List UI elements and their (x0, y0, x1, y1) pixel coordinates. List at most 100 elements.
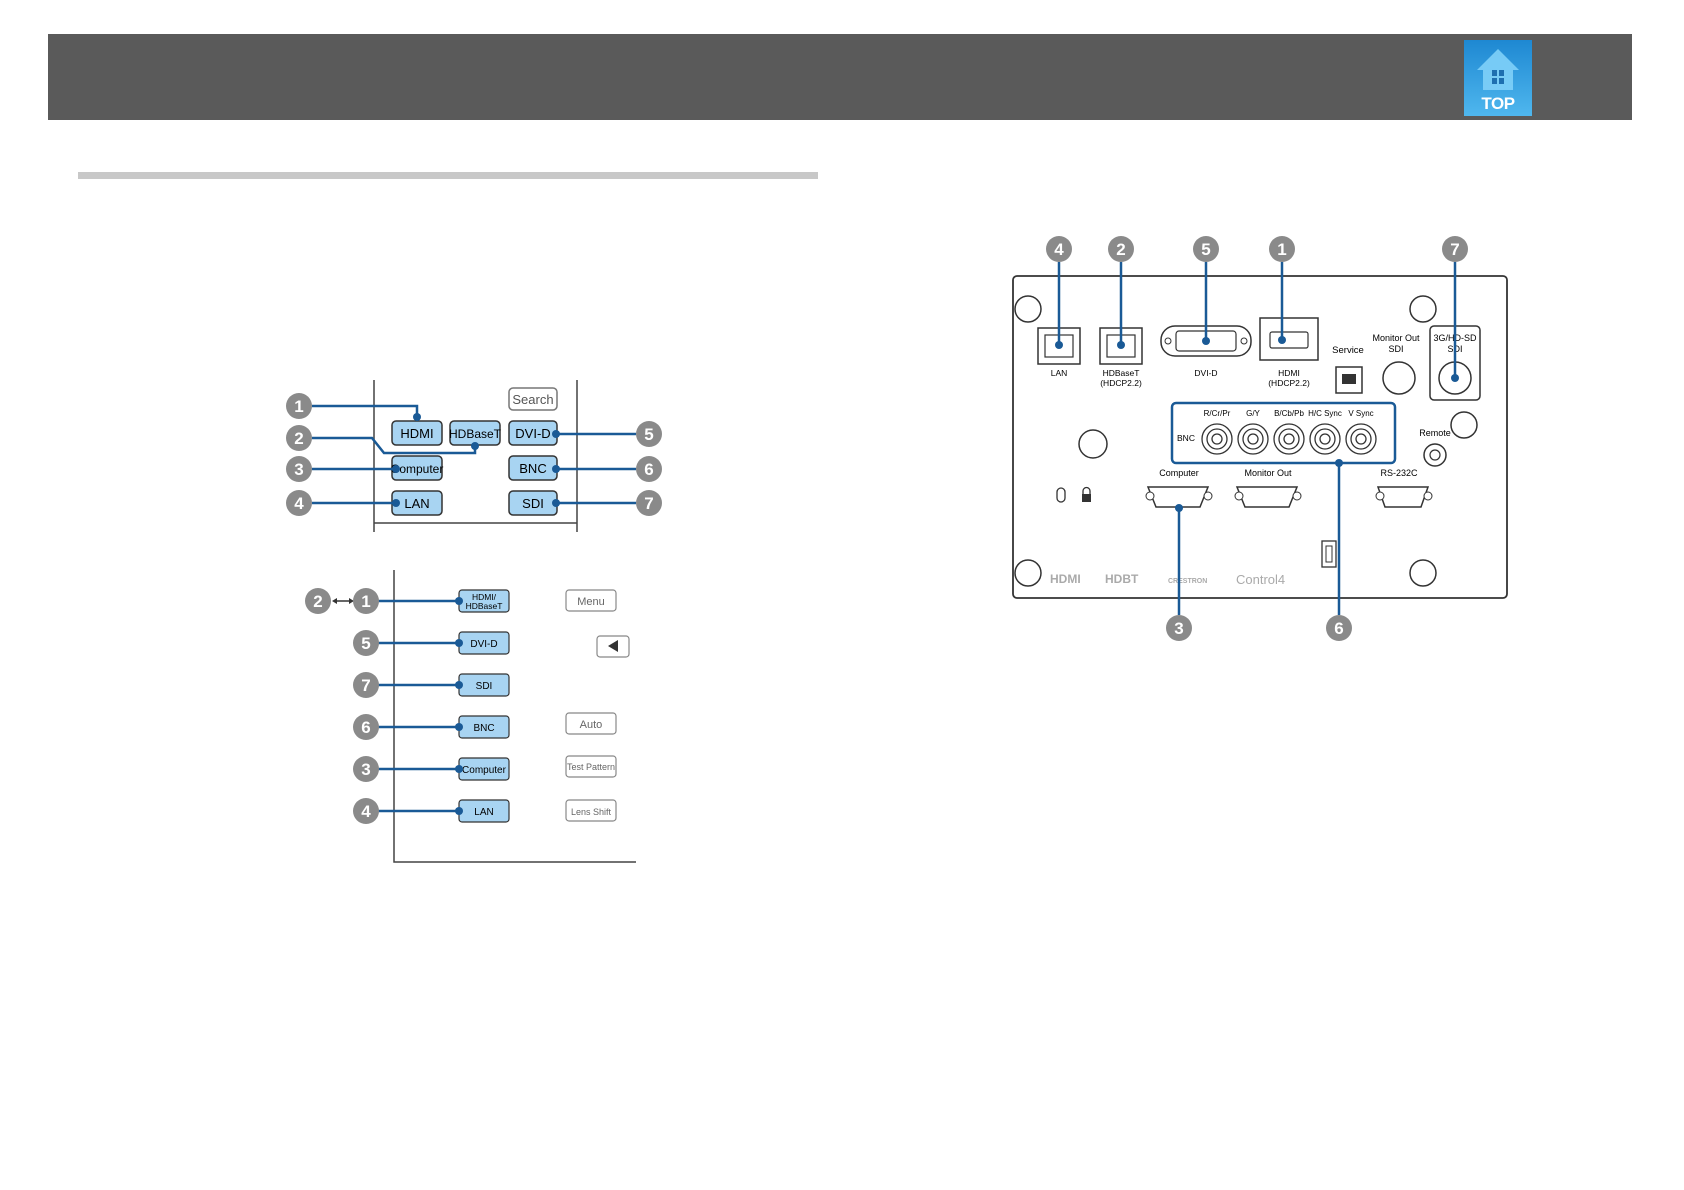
rear-callout-1: 1 (1269, 236, 1295, 262)
svg-text:Remote: Remote (1419, 428, 1451, 438)
panel-hdmi-button[interactable]: HDMI (391, 420, 443, 446)
top-link-button[interactable]: TOP (1464, 40, 1532, 116)
svg-text:Computer: Computer (462, 765, 507, 776)
bnc-connector[interactable] (1355, 433, 1367, 445)
certification-logos: HDMI HDBT CRESTRON Control4 (1050, 572, 1285, 587)
svg-text:Lens Shift: Lens Shift (571, 807, 612, 817)
monitor-out-port[interactable]: Monitor Out (1234, 468, 1302, 508)
rear-callout-5: 5 (1193, 236, 1219, 262)
remote-port[interactable]: Remote (1419, 428, 1451, 467)
callout-5: 5 (636, 421, 662, 447)
svg-text:SDI: SDI (476, 681, 493, 692)
svg-text:4: 4 (1054, 240, 1064, 259)
rs232c-port[interactable]: RS-232C (1375, 468, 1433, 508)
svg-text:(HDCP2.2): (HDCP2.2) (1268, 378, 1310, 388)
svg-text:1: 1 (1277, 240, 1286, 259)
svg-text:LAN: LAN (1051, 368, 1068, 378)
panel-computer-button[interactable]: Computer (391, 455, 444, 481)
service-port[interactable]: Service (1332, 345, 1364, 394)
svg-text:6: 6 (361, 718, 370, 737)
svg-text:7: 7 (1450, 240, 1459, 259)
remote-lan-button[interactable]: LAN (458, 799, 510, 823)
remote-left-arrow-button[interactable] (596, 635, 630, 658)
svg-text:HDBaseT: HDBaseT (1103, 368, 1140, 378)
svg-text:4: 4 (361, 802, 371, 821)
remote-callout-6: 6 (353, 714, 379, 740)
callout-1: 1 (286, 393, 312, 419)
bnc-connector[interactable] (1283, 433, 1295, 445)
svg-text:Monitor Out: Monitor Out (1372, 333, 1420, 343)
remote-control-figure: HDMI/ HDBaseT DVI-D SDI BNC Computer LAN… (305, 570, 636, 863)
svg-text:3: 3 (1174, 619, 1183, 638)
bnc-connector[interactable] (1211, 433, 1223, 445)
svg-text:RS-232C: RS-232C (1380, 468, 1418, 478)
svg-text:Auto: Auto (580, 719, 603, 731)
bnc-connector[interactable] (1319, 433, 1331, 445)
svg-text:7: 7 (644, 494, 653, 513)
panel-dvid-button[interactable]: DVI-D (508, 420, 558, 446)
svg-text:2: 2 (1116, 240, 1125, 259)
search-button[interactable]: Search (508, 387, 558, 411)
svg-text:Monitor Out: Monitor Out (1244, 468, 1292, 478)
remote-bnc-button[interactable]: BNC (458, 715, 510, 739)
rear-callout-6: 6 (1326, 615, 1352, 641)
svg-text:2: 2 (313, 592, 322, 611)
remote-auto-button[interactable]: Auto (565, 712, 617, 735)
remote-callout-4: 4 (353, 798, 379, 824)
rear-callout-3: 3 (1166, 615, 1192, 641)
svg-text:5: 5 (644, 425, 653, 444)
svg-text:1: 1 (294, 397, 303, 416)
svg-text:4: 4 (294, 494, 304, 513)
hdmi-port[interactable]: HDMI (HDCP2.2) (1259, 317, 1319, 388)
svg-text:HDMI: HDMI (1278, 368, 1300, 378)
panel-sdi-button[interactable]: SDI (508, 490, 558, 516)
svg-text:BNC: BNC (519, 461, 546, 476)
header-bar (48, 34, 1632, 120)
remote-hdmi-hdbaset-button[interactable]: HDMI/ HDBaseT (458, 589, 510, 613)
svg-text:SDI: SDI (522, 496, 544, 511)
svg-text:5: 5 (1201, 240, 1210, 259)
remote-menu-button[interactable]: Menu (565, 589, 617, 612)
remote-callout-7: 7 (353, 672, 379, 698)
rear-callout-2: 2 (1108, 236, 1134, 262)
svg-text:HDMI/: HDMI/ (472, 592, 497, 602)
svg-text:6: 6 (644, 460, 653, 479)
svg-text:Test Pattern: Test Pattern (567, 762, 615, 772)
svg-text:5: 5 (361, 634, 370, 653)
panel-bnc-button[interactable]: BNC (508, 455, 558, 481)
bnc-channel-label: B/Cb/Pb (1274, 409, 1304, 418)
svg-text:3: 3 (361, 760, 370, 779)
svg-text:Service: Service (1332, 345, 1364, 356)
svg-text:CRESTRON: CRESTRON (1168, 578, 1207, 585)
left-arrow-icon (608, 640, 618, 652)
rear-panel-figure: LAN HDBaseT (HDCP2.2) DVI-D HDMI (HDCP2.… (1012, 236, 1508, 641)
panel-hdbaset-button[interactable]: HDBaseT (449, 420, 502, 446)
remote-dvid-button[interactable]: DVI-D (458, 631, 510, 655)
svg-text:DVI-D: DVI-D (515, 426, 550, 441)
svg-text:DVI-D: DVI-D (1194, 368, 1217, 378)
remote-callout-2: 2 (305, 588, 331, 614)
svg-text:Computer: Computer (1159, 468, 1199, 478)
bnc-connector[interactable] (1247, 433, 1259, 445)
bnc-channel-label: G/Y (1246, 409, 1260, 418)
computer-port[interactable]: Computer (1145, 468, 1213, 508)
remote-sdi-button[interactable]: SDI (458, 673, 510, 697)
control-panel-figure: Search HDMI HDBaseT DVI-D Computer BNC L… (286, 380, 662, 532)
svg-text:7: 7 (361, 676, 370, 695)
svg-text:BNC: BNC (1177, 433, 1195, 443)
remote-lens-shift-button[interactable]: Lens Shift (565, 799, 617, 822)
rear-callout-7: 7 (1442, 236, 1468, 262)
callout-2: 2 (286, 425, 312, 451)
svg-text:HDMI: HDMI (400, 426, 433, 441)
remote-test-pattern-button[interactable]: Test Pattern (565, 755, 617, 778)
svg-text:Menu: Menu (577, 596, 605, 608)
svg-text:Search: Search (512, 392, 553, 407)
remote-computer-button[interactable]: Computer (458, 757, 510, 781)
svg-text:SDI: SDI (1388, 344, 1403, 354)
svg-text:LAN: LAN (474, 807, 493, 818)
svg-text:HDBaseT: HDBaseT (466, 601, 503, 611)
callout-3: 3 (286, 456, 312, 482)
monitor-out-sdi-port[interactable]: Monitor Out SDI (1372, 333, 1420, 395)
svg-text:Control4: Control4 (1236, 572, 1285, 587)
